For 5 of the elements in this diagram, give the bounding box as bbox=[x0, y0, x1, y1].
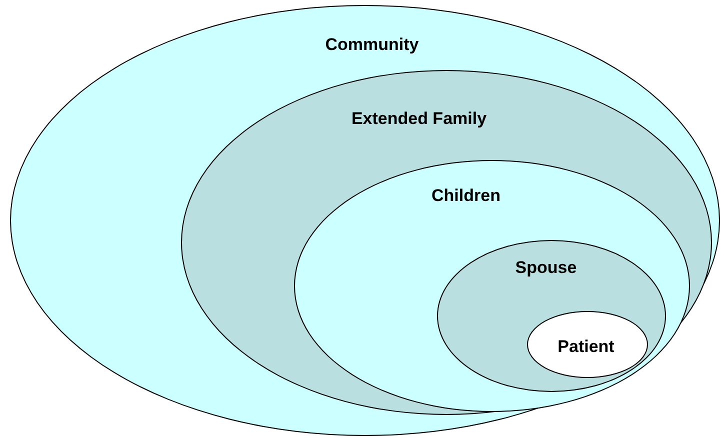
ellipse-label: Community bbox=[325, 35, 419, 55]
ellipse-label: Children bbox=[432, 186, 500, 206]
ellipse-label: Patient bbox=[558, 337, 614, 357]
ellipse-label: Extended Family bbox=[351, 109, 487, 129]
ellipse-label: Spouse bbox=[515, 258, 577, 278]
